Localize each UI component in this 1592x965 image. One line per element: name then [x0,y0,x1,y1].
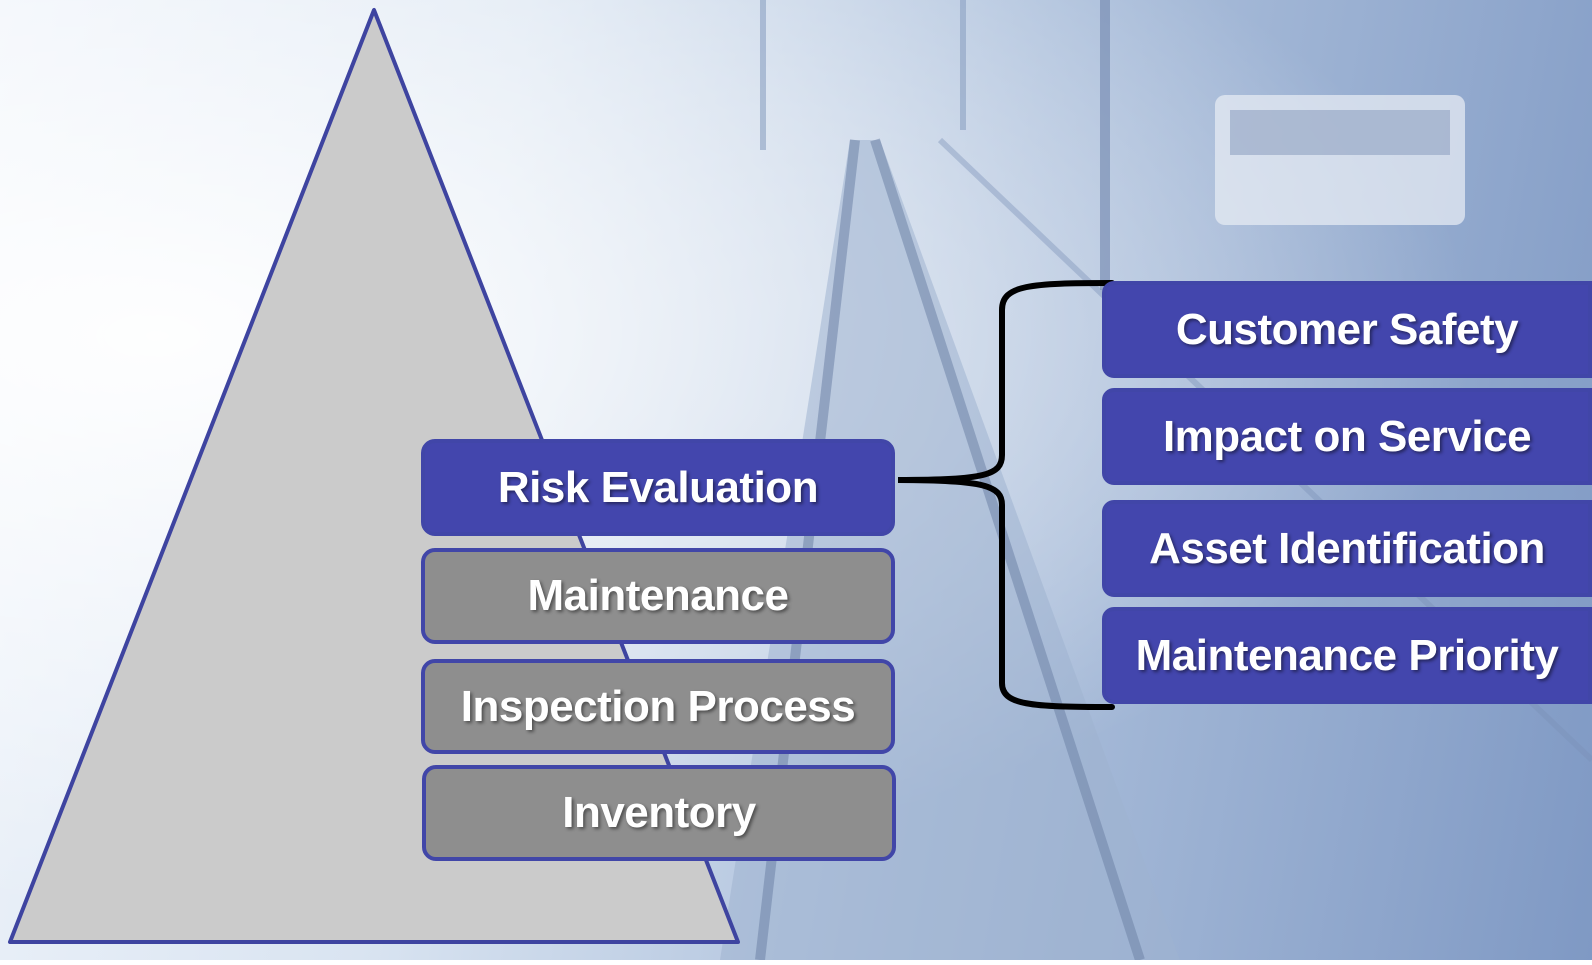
layer-label: Inventory [562,788,756,837]
curly-bracket [897,280,1115,710]
factor-impact-on-service: Impact on Service [1102,388,1592,485]
layer-risk-evaluation: Risk Evaluation [421,439,895,536]
factor-label: Impact on Service [1162,411,1532,461]
layer-maintenance: Maintenance [421,548,895,644]
layer-inventory: Inventory [422,765,896,861]
factor-asset-identification: Asset Identification [1102,500,1592,597]
layer-label: Maintenance [527,571,789,620]
factor-label: Asset Identification [1149,523,1545,573]
factor-customer-safety: Customer Safety [1102,281,1592,378]
layer-inspection-process: Inspection Process [421,659,895,754]
layer-label: Risk Evaluation [497,462,819,512]
factor-label: Customer Safety [1175,304,1519,354]
factor-label: Maintenance Priority [1135,630,1559,680]
layer-label: Inspection Process [460,681,856,731]
factor-maintenance-priority: Maintenance Priority [1102,607,1592,704]
